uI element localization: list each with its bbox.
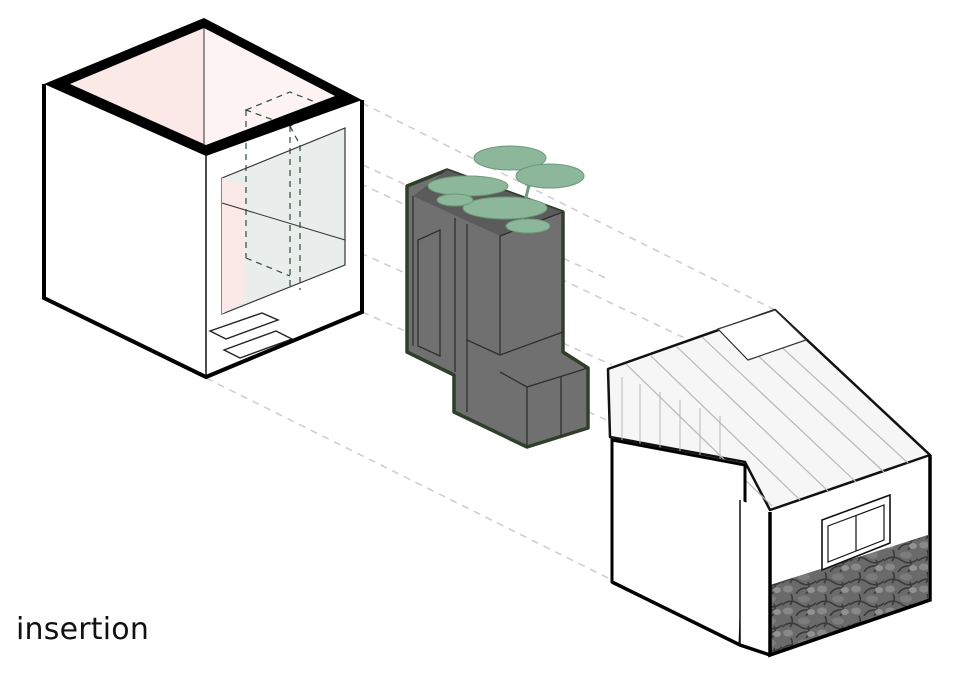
open-frame-box [42, 18, 364, 380]
open-box-rim [44, 18, 362, 156]
stone-base [770, 535, 928, 655]
existing-house [606, 308, 932, 658]
insert-module [405, 145, 590, 449]
roof-opening [716, 309, 808, 361]
inner-wall-pink [70, 28, 204, 145]
tree-icon [427, 145, 585, 234]
diagram-caption: insertion [16, 612, 150, 647]
window [821, 493, 891, 572]
step-upper [208, 312, 280, 340]
